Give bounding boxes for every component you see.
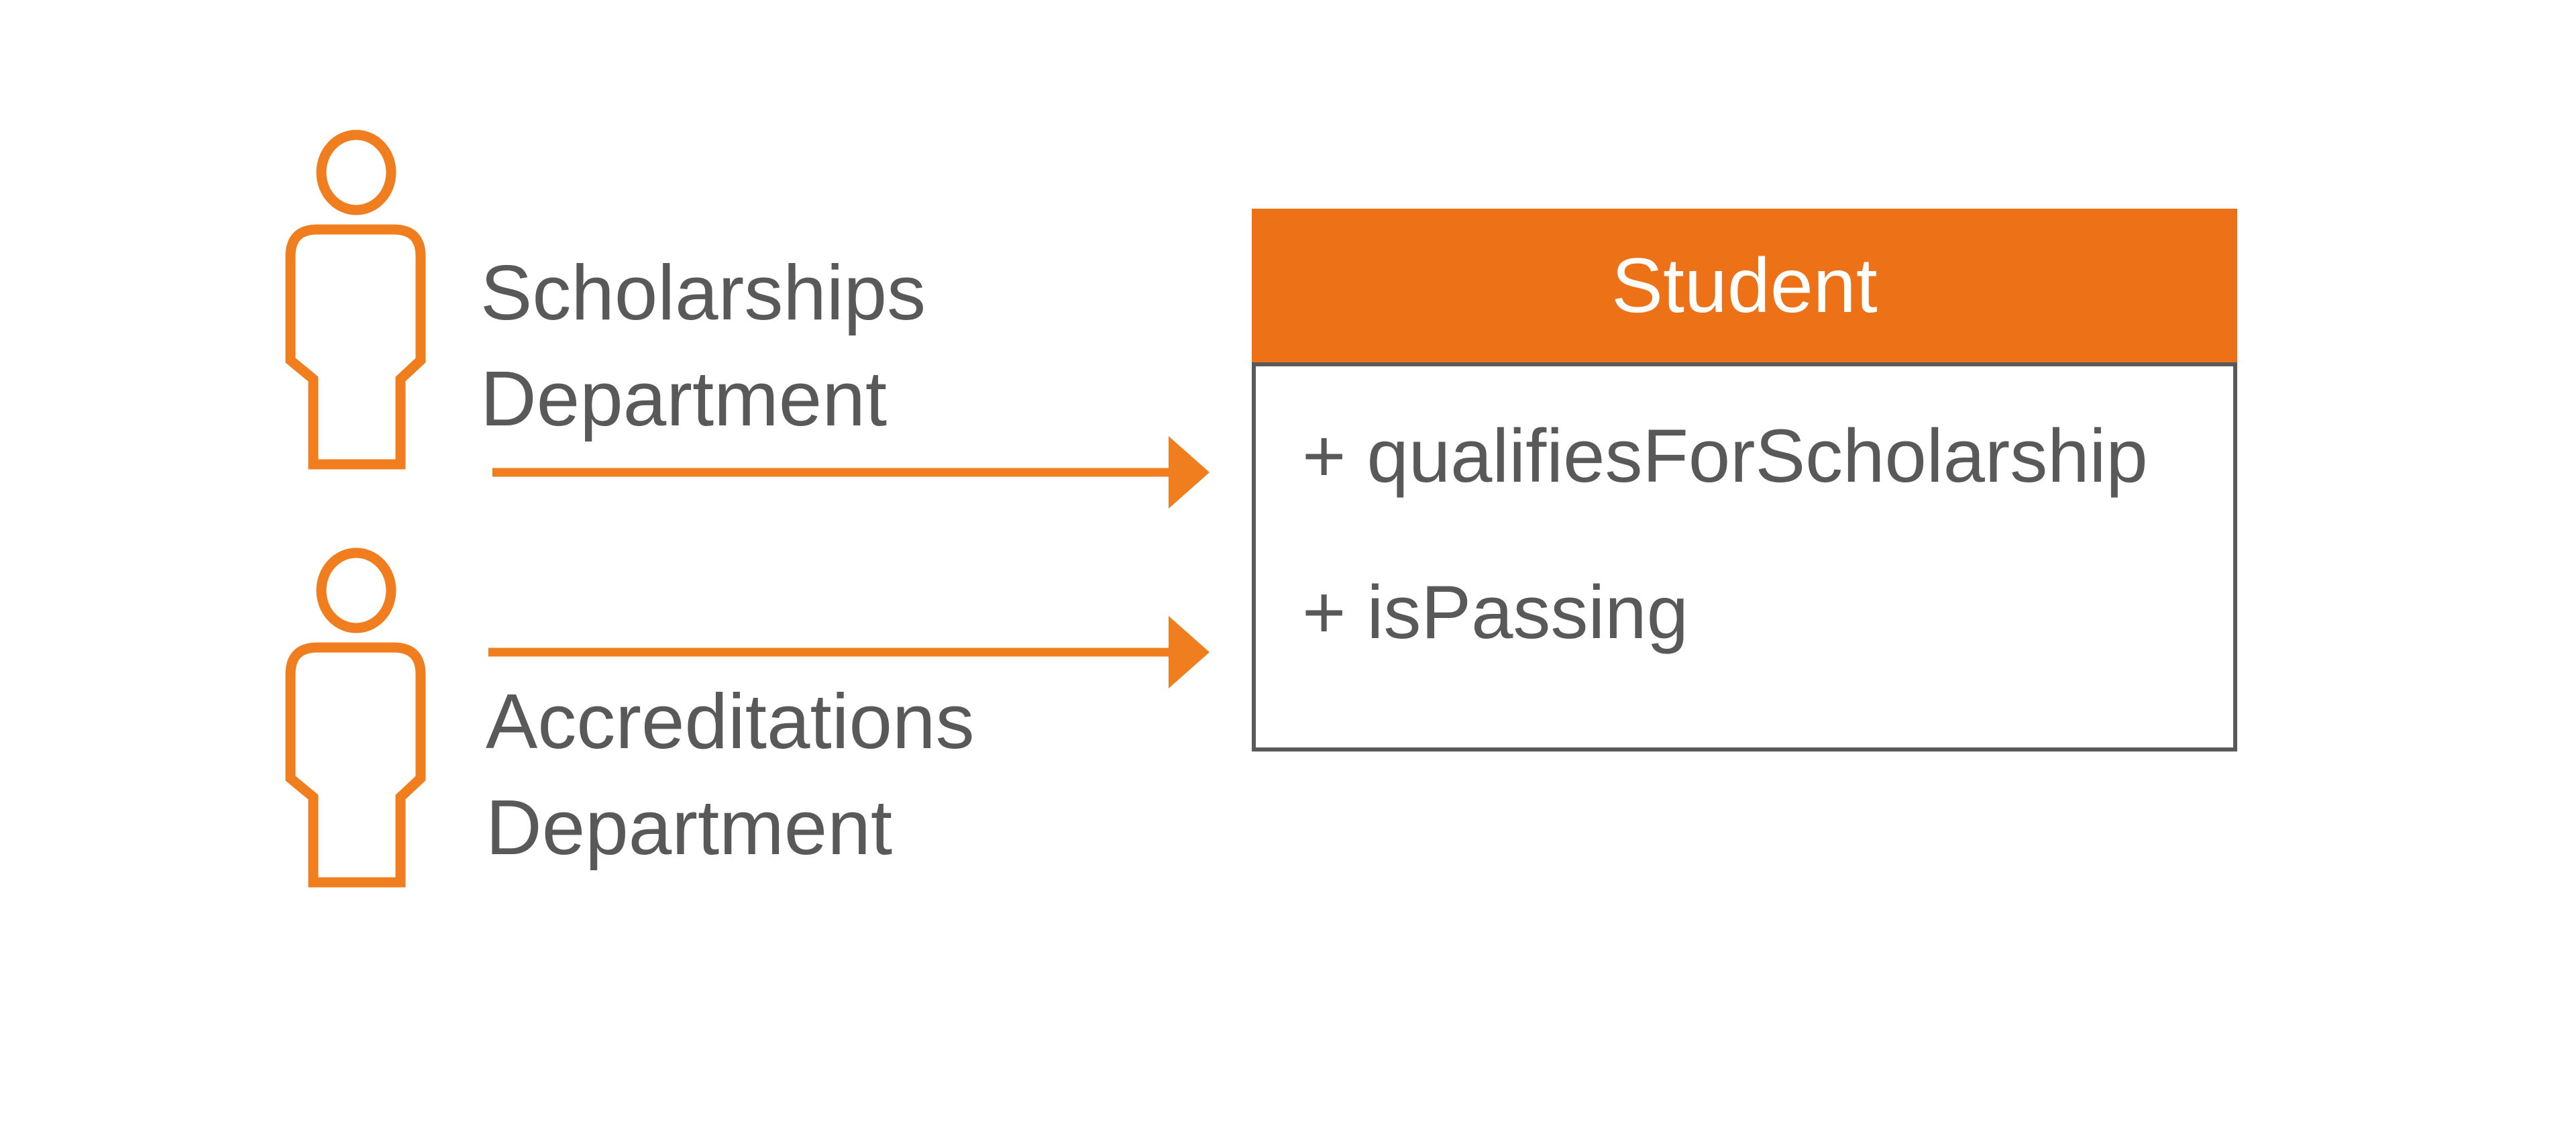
- arrowhead-icon: [1169, 436, 1210, 509]
- actor-label-line: Scholarships: [480, 249, 926, 336]
- arrow-accreditations-to-student: [488, 616, 1210, 688]
- class-box-student: Student + qualifiesForScholarship + isPa…: [1252, 209, 2237, 751]
- actor-label-line: Department: [480, 355, 888, 442]
- class-attribute: + isPassing: [1302, 570, 1688, 654]
- actor-label-line: Department: [486, 784, 893, 871]
- person-icon: [290, 135, 421, 464]
- actor-label-scholarships-department: Scholarships Department: [480, 240, 926, 452]
- class-box-title-bar: Student: [1252, 209, 2237, 362]
- arrowhead-icon: [1169, 616, 1210, 688]
- class-attribute: + qualifiesForScholarship: [1302, 414, 2148, 498]
- class-box-attributes-compartment: + qualifiesForScholarship + isPassing: [1252, 362, 2237, 751]
- actor-label-line: Accreditations: [486, 678, 975, 765]
- arrow-scholarships-to-student: [492, 436, 1210, 509]
- person-icon: [290, 553, 421, 882]
- actor-label-accreditations-department: Accreditations Department: [486, 668, 975, 880]
- class-title: Student: [1611, 242, 1878, 329]
